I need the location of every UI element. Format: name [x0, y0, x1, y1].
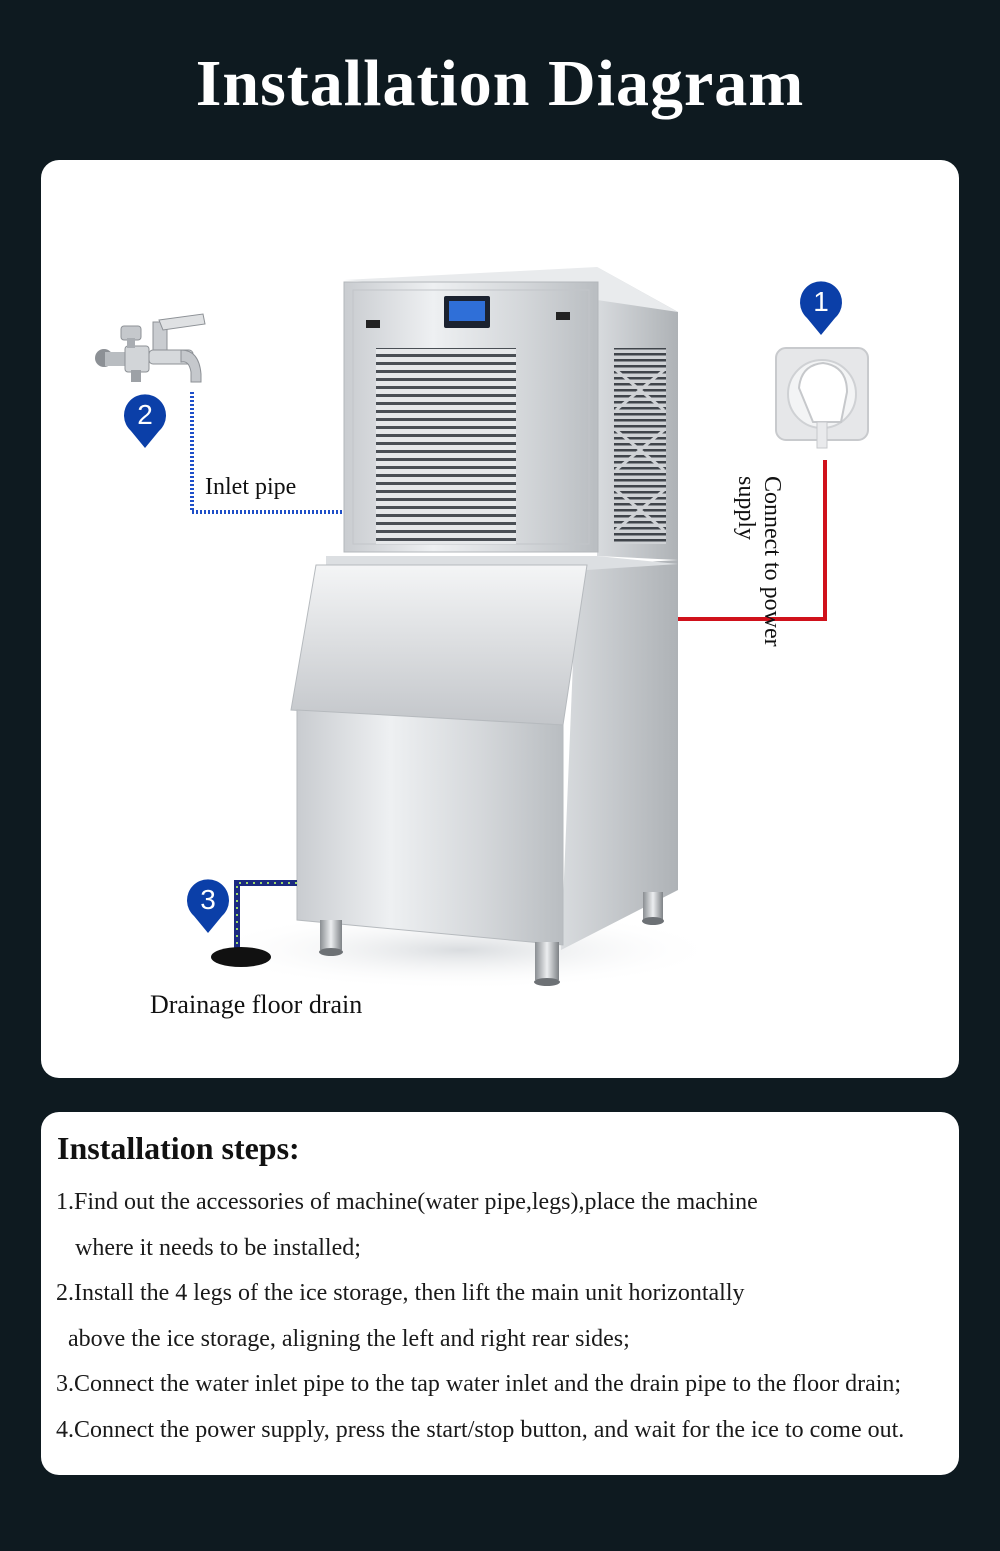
power-line	[678, 460, 827, 621]
callout-number-3: 3	[200, 884, 216, 915]
floor-drain-icon	[211, 947, 271, 967]
step-line: above the ice storage, aligning the left…	[68, 1325, 630, 1352]
drainage-label: Drainage floor drain	[150, 990, 363, 1019]
power-supply-label: Connect to power supply	[733, 476, 785, 647]
diagram-illustration	[95, 267, 869, 990]
ice-machine-illustration	[290, 267, 678, 986]
step-line: 4.Connect the power supply, press the st…	[56, 1416, 905, 1443]
steps-title: Installation steps:	[57, 1130, 300, 1166]
callout-number-1: 1	[813, 286, 829, 317]
location-pin-1	[800, 281, 843, 335]
steps-panel: Installation steps: 1.Find out the acces…	[41, 1112, 959, 1475]
callout-number-2: 2	[137, 399, 153, 430]
inlet-pipe-label: Inlet pipe	[205, 474, 297, 500]
step-line: 2.Install the 4 legs of the ice storage,…	[56, 1280, 745, 1306]
step-line: 1.Find out the accessories of machine(wa…	[56, 1189, 758, 1215]
water-tap-icon	[95, 313, 206, 383]
step-line: where it needs to be installed;	[75, 1234, 361, 1261]
location-pin-3	[187, 879, 230, 933]
steps-list: 1.Find out the accessories of machine(wa…	[41, 1180, 959, 1453]
inlet-line	[190, 392, 344, 514]
wall-socket-icon	[775, 347, 869, 449]
diagram-panel: 1 2 3 Inlet pipe Drainage floor drain Co…	[41, 160, 959, 1078]
location-pin-2	[124, 394, 166, 448]
drain-line	[234, 880, 297, 950]
page-title: Installation Diagram	[195, 47, 805, 120]
step-line: 3.Connect the water inlet pipe to the ta…	[56, 1371, 902, 1397]
